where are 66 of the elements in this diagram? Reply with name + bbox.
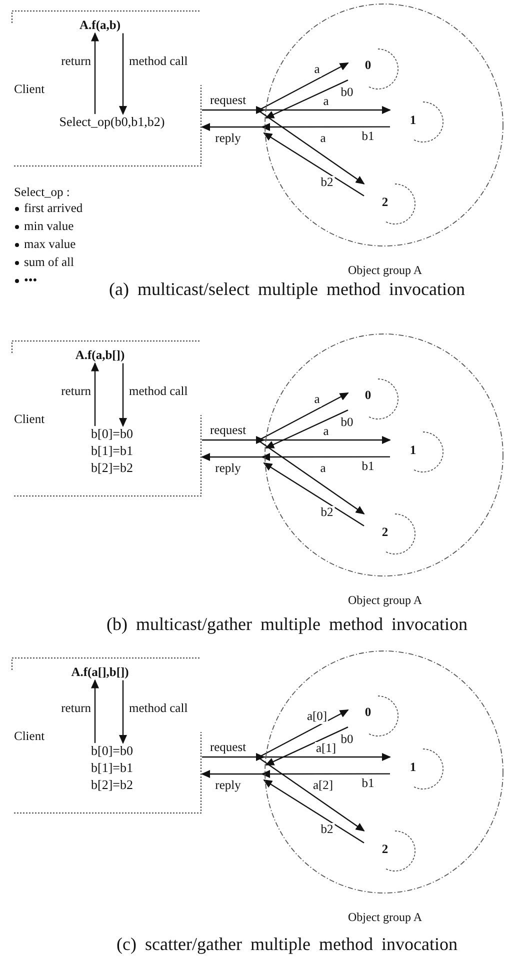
- object-number: 1: [410, 442, 416, 458]
- figure-caption: (b) multicast/gather multiple method invocation: [106, 614, 468, 636]
- arrow: [258, 392, 349, 441]
- arrow: [265, 410, 348, 449]
- arrow: [201, 123, 264, 131]
- group-label: Object group A: [348, 264, 422, 278]
- arrow: [261, 123, 390, 131]
- object-number: 2: [382, 524, 388, 540]
- edge-label: a[2]: [312, 779, 334, 793]
- arrow: [202, 753, 265, 761]
- result-expression: Select_op(b0,b1,b2): [59, 114, 165, 131]
- list-item: first arrived: [24, 201, 83, 216]
- client-label: Client: [14, 412, 45, 426]
- object-number: 0: [364, 58, 372, 72]
- result-expression: b[0]=b0 b[1]=b1 b[2]=b2: [91, 426, 133, 477]
- object-number: 1: [410, 760, 416, 774]
- edge-label: a[1]: [314, 742, 338, 756]
- arrow: [263, 132, 364, 196]
- arrow: [258, 62, 349, 111]
- object-number: 0: [364, 388, 372, 402]
- object-number: 1: [410, 112, 416, 128]
- result-expression: b[0]=b0 b[1]=b1 b[2]=b2: [91, 743, 133, 794]
- group-label: Object group A: [348, 911, 422, 925]
- arrow: [265, 80, 348, 119]
- arrow: [201, 453, 264, 461]
- arrow: [119, 680, 127, 744]
- list-item: max value: [24, 237, 76, 252]
- edge-label: request: [208, 741, 248, 755]
- arrow: [261, 453, 390, 461]
- arrow: [202, 106, 265, 114]
- arrow: [202, 436, 265, 444]
- figure-caption: (c) scatter/gather multiple method invocation: [116, 934, 458, 956]
- arrow: [91, 32, 99, 114]
- edge-label: reply: [214, 462, 242, 476]
- arrow: [265, 726, 348, 766]
- edge-label: a[0]: [306, 710, 328, 724]
- arrow: [119, 33, 127, 115]
- group-label: Object group A: [348, 594, 422, 608]
- arrow: [261, 770, 390, 778]
- edge-label: reply: [214, 779, 242, 793]
- object-number: 2: [382, 194, 388, 210]
- arrow: [258, 758, 365, 832]
- object-number: 0: [364, 704, 372, 720]
- method-signature: A.f(a,b[]): [75, 347, 125, 364]
- arrow: [91, 362, 99, 426]
- figure-caption: (a) multicast/select multiple method invocation: [109, 279, 465, 301]
- client-label: Client: [14, 729, 45, 744]
- arrow: [258, 440, 365, 514]
- arrow: [258, 110, 365, 184]
- client-label: Client: [14, 82, 45, 96]
- list-item: min value: [24, 219, 74, 234]
- arrow: [91, 679, 99, 743]
- edge-label: request: [208, 424, 248, 438]
- arrow: [201, 770, 264, 778]
- list-heading: Select_op :: [14, 185, 70, 200]
- method-signature: A.f(a,b): [80, 17, 120, 34]
- object-number: 2: [382, 842, 388, 856]
- list-item: •••: [24, 273, 38, 288]
- list-item: sum of all: [24, 255, 74, 270]
- arrow: [263, 779, 364, 844]
- arrow: [258, 709, 349, 758]
- edge-label: request: [208, 94, 248, 108]
- edge-label: reply: [214, 132, 242, 146]
- arrow: [119, 363, 127, 427]
- arrow: [263, 462, 364, 526]
- method-signature: A.f(a[],b[]): [71, 664, 129, 680]
